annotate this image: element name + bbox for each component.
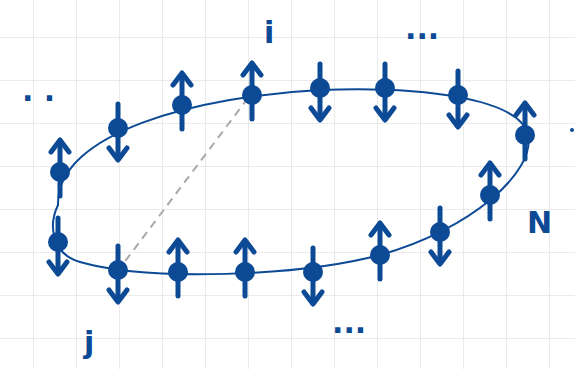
spin-site: [303, 262, 323, 282]
spin-site: [370, 245, 390, 265]
spin-arrowhead: [49, 262, 67, 274]
spin-arrowhead: [431, 252, 449, 264]
spin-arrowhead: [449, 115, 467, 127]
ellipsis: . .: [22, 76, 55, 106]
spin-site: [172, 95, 192, 115]
spin-site: [430, 222, 450, 242]
spin-arrowhead: [481, 163, 499, 175]
spin-arrowhead: [376, 108, 394, 120]
site-label: j: [84, 328, 94, 358]
spin-site: [168, 262, 188, 282]
site-label: i: [264, 18, 274, 48]
spin-site: [515, 125, 535, 145]
spin-arrowhead: [236, 240, 254, 252]
ellipsis: ...: [405, 14, 439, 44]
spin-site: [235, 262, 255, 282]
spin-site: [375, 78, 395, 98]
dot: [570, 128, 574, 132]
spin-site: [50, 162, 70, 182]
spins: [48, 63, 535, 304]
ellipsis: ...: [332, 308, 366, 338]
spin-site: [480, 185, 500, 205]
spin-arrowhead: [243, 63, 261, 75]
spin-arrowhead: [109, 290, 127, 302]
spin-site: [48, 232, 68, 252]
spin-arrowhead: [109, 148, 127, 160]
spin-arrowhead: [51, 140, 69, 152]
spin-arrowhead: [173, 73, 191, 85]
spin-site: [448, 85, 468, 105]
site-label: N: [527, 208, 552, 238]
spin-arrowhead: [304, 292, 322, 304]
spin-arrowhead: [516, 103, 534, 115]
spin-site: [310, 78, 330, 98]
spin-arrowhead: [311, 108, 329, 120]
spin-site: [242, 85, 262, 105]
spin-arrowhead: [371, 223, 389, 235]
spin-site: [108, 118, 128, 138]
spin-arrowhead: [169, 240, 187, 252]
spin-site: [108, 260, 128, 280]
